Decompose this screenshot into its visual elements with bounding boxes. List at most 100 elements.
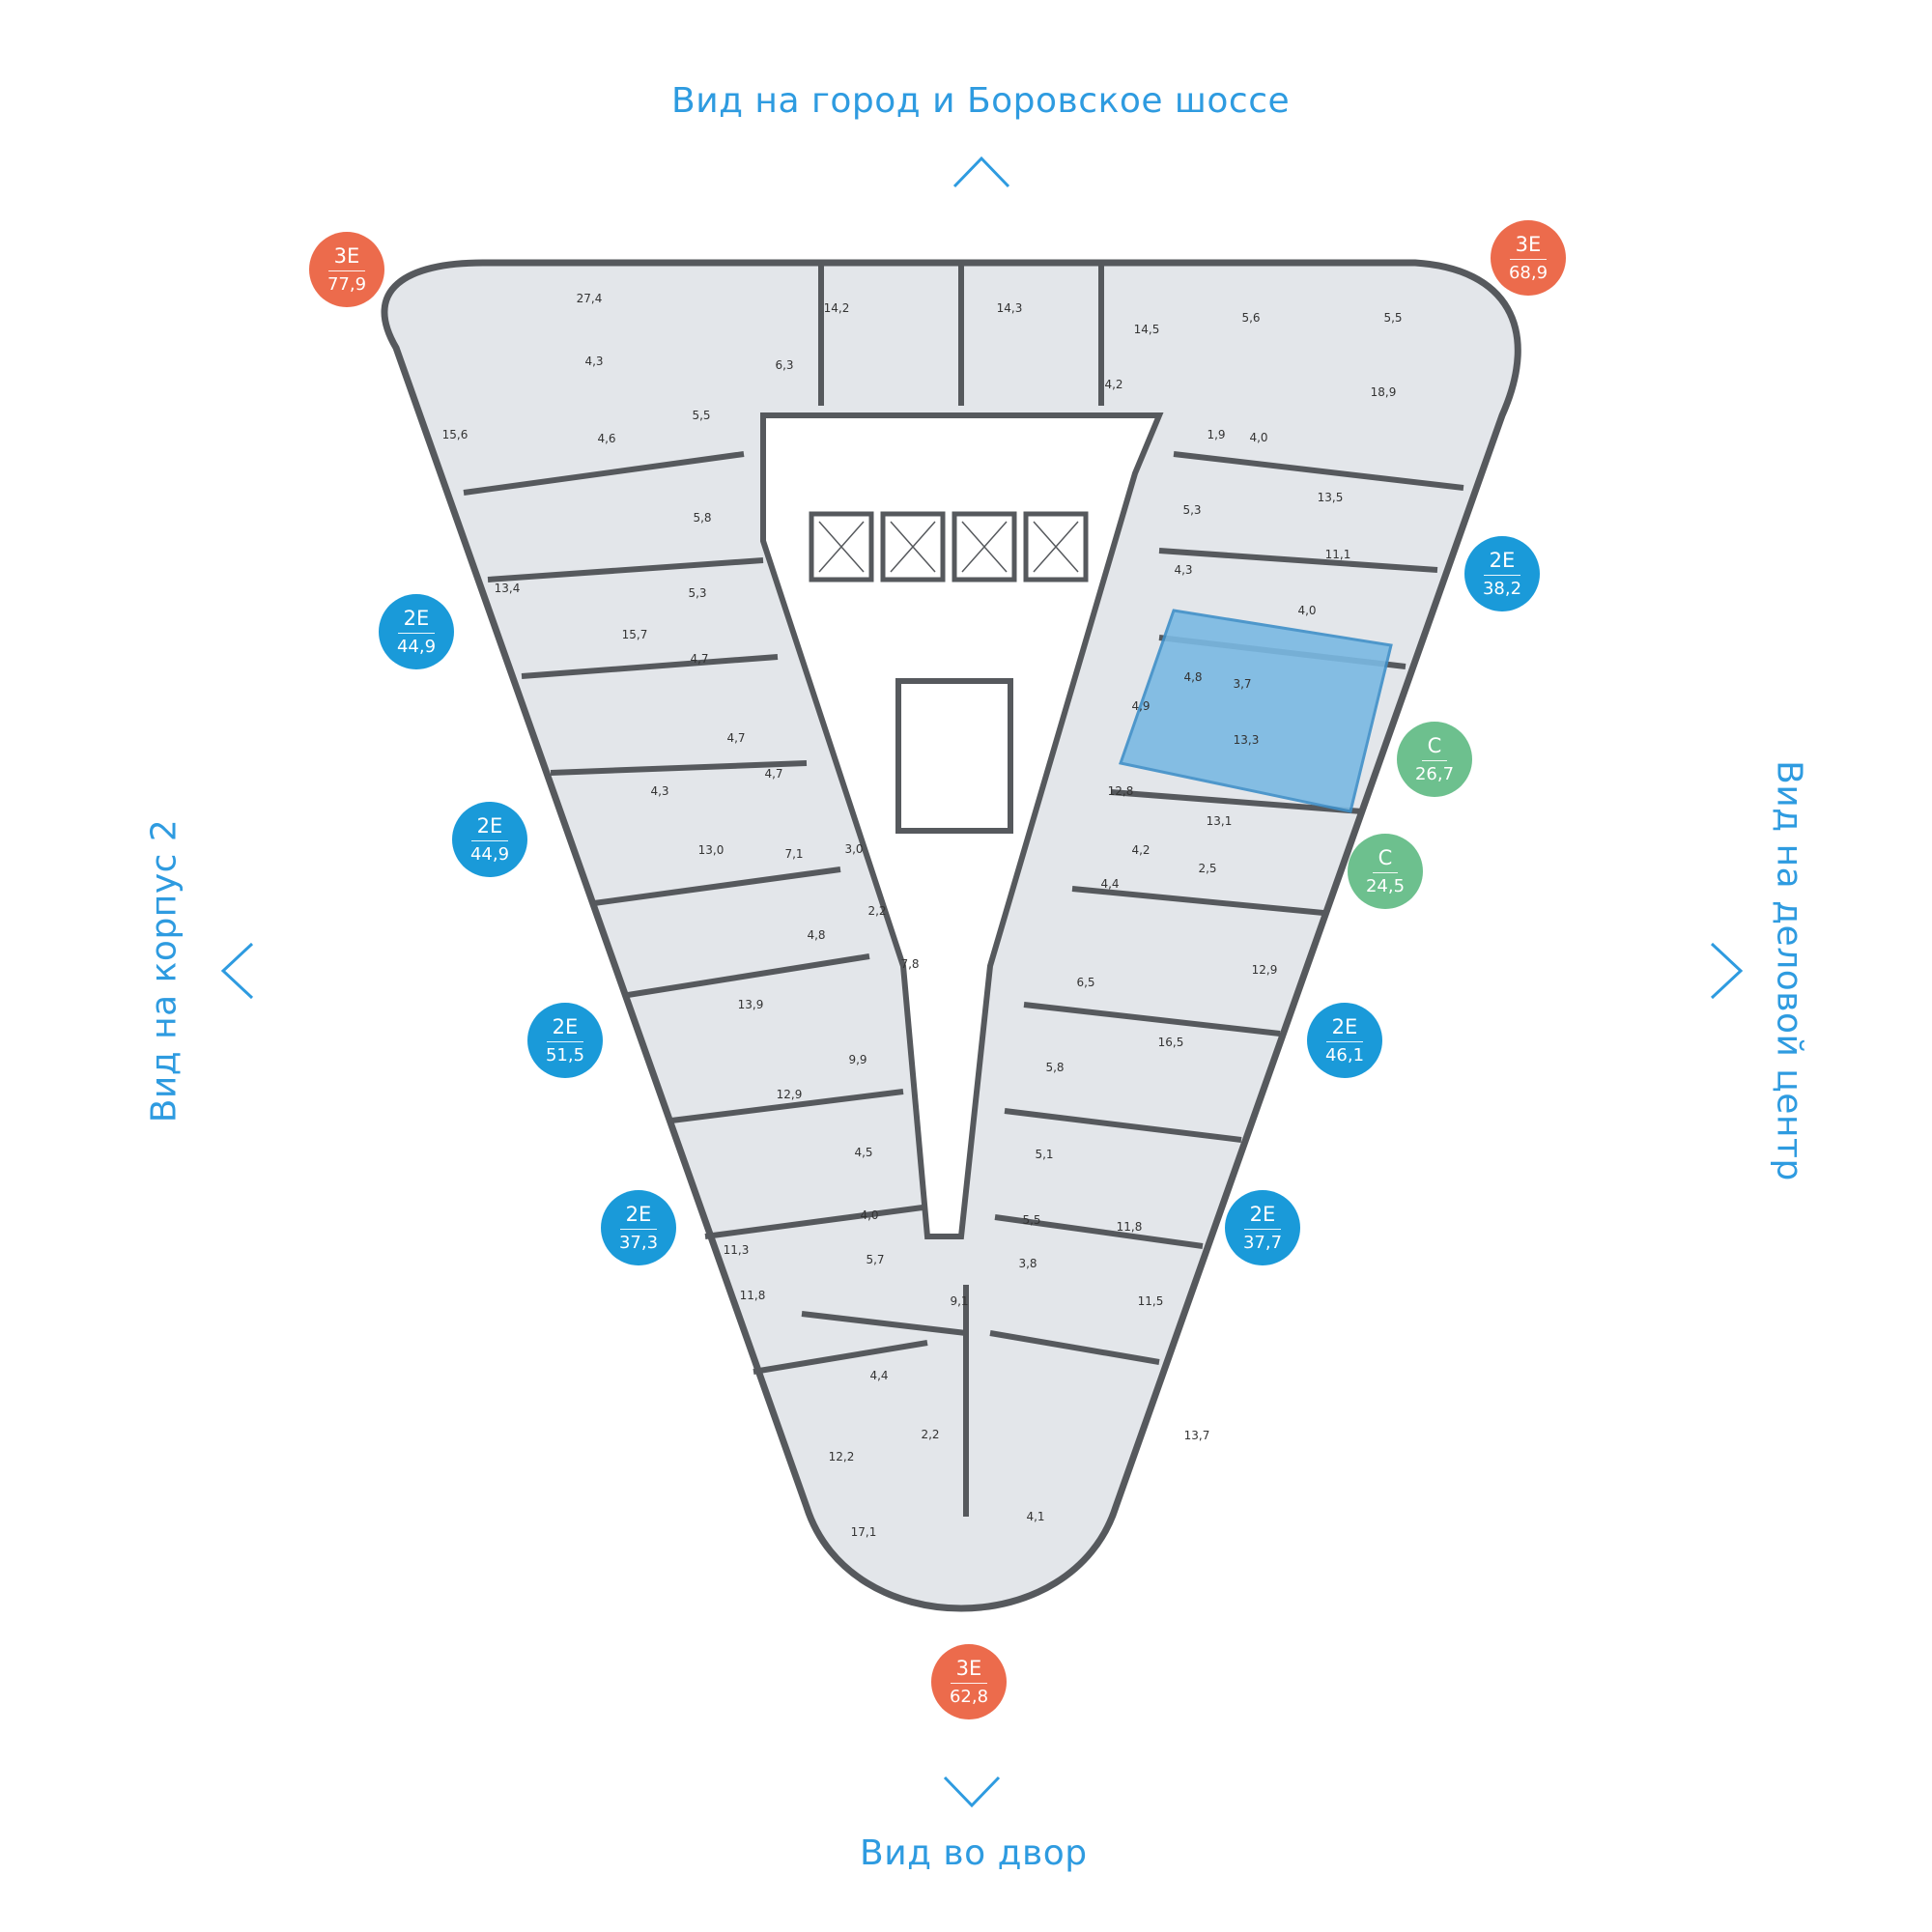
apartment-area: 46,1 [1324,1044,1365,1065]
room-area-label: 4,1 [1026,1510,1044,1523]
room-area-label: 12,9 [1252,963,1278,977]
apartment-area: 24,5 [1365,875,1406,896]
apartment-area: 26,7 [1414,763,1455,784]
apartment-area: 44,9 [469,843,510,865]
room-area-label: 16,5 [1158,1036,1184,1049]
arrow-down-icon[interactable] [943,1773,1001,1831]
room-area-label: 15,7 [622,628,648,641]
room-area-label: 13,3 [1234,733,1260,747]
apartment-area: 62,8 [949,1686,989,1707]
partition-wall [463,451,745,496]
partition-wall [753,1340,928,1375]
arrow-left-icon[interactable] [217,942,275,1000]
partition-wall [550,760,808,776]
room-area-label: 13,4 [495,582,521,595]
apartment-type: 2Е [1243,1203,1282,1230]
room-area-label: 5,8 [1045,1061,1064,1074]
room-area-label: 11,8 [1117,1220,1143,1234]
arrow-up-icon[interactable] [952,153,1010,211]
apartment-type: 2Е [546,1015,584,1042]
room-area-label: 4,7 [690,652,708,666]
partition-wall [627,953,870,998]
apartment-area: 51,5 [545,1044,585,1065]
room-area-label: 4,4 [1100,877,1119,891]
room-area-label: 12,2 [829,1450,855,1463]
room-area-label: 4,0 [860,1208,878,1222]
room-area-label: 4,4 [869,1369,888,1382]
room-area-label: 14,2 [824,301,850,315]
partition-wall [1004,1108,1242,1143]
apartment-type: 3Е [1509,233,1548,260]
room-area-label: 11,5 [1138,1294,1164,1308]
room-area-label: 3,7 [1233,677,1251,691]
apartment-type: 3Е [950,1657,988,1684]
room-area-label: 2,2 [921,1428,939,1441]
apartment-type: 2Е [1325,1015,1364,1042]
room-area-label: 4,0 [1249,431,1267,444]
elevator-cross [818,521,865,573]
apartment-area: 44,9 [396,636,437,657]
room-area-label: 2,2 [867,904,886,918]
room-area-label: 6,3 [775,358,793,372]
apartment-area: 37,7 [1242,1232,1283,1253]
apartment-type: С [1372,846,1399,873]
room-area-label: 4,6 [597,432,615,445]
apartment-area: 37,3 [618,1232,659,1253]
apartment-area: 38,2 [1482,578,1522,599]
apartment-area: 77,9 [327,273,367,295]
room-area-label: 11,1 [1325,548,1351,561]
partition-wall [1023,1002,1281,1037]
partition-wall [487,557,764,582]
room-area-label: 4,0 [1297,604,1316,617]
view-label-left: Вид на корпус 2 [144,818,185,1123]
partition-wall [1158,548,1438,573]
view-label-top: Вид на город и Боровское шоссе [671,81,1291,121]
room-area-label: 13,7 [1184,1429,1210,1442]
apartment-type: С [1421,734,1448,761]
partition-wall [1110,789,1363,814]
room-area-label: 13,1 [1207,814,1233,828]
selected-apartment[interactable] [1119,609,1393,813]
partition-wall [521,654,779,679]
room-area-label: 5,1 [1035,1148,1053,1161]
room-area-label: 5,6 [1241,311,1260,325]
room-area-label: 9,9 [848,1053,867,1066]
room-area-label: 4,2 [1104,378,1122,391]
room-area-label: 14,5 [1134,323,1160,336]
room-area-label: 9,1 [950,1294,968,1308]
room-area-label: 5,8 [693,511,711,525]
room-area-label: 18,9 [1371,385,1397,399]
arrow-right-icon[interactable] [1708,942,1766,1000]
apartment-area: 68,9 [1508,262,1548,283]
room-area-label: 5,5 [692,409,710,422]
room-area-label: 4,7 [764,767,782,781]
room-area-label: 27,4 [577,292,603,305]
elevator-cross [961,521,1008,573]
apartment-type: 2Е [1483,549,1521,576]
elevator-cross [1033,521,1079,573]
partition-wall [670,1089,904,1123]
partition-wall [704,1205,923,1239]
room-area-label: 14,3 [997,301,1023,315]
room-area-label: 4,9 [1131,699,1150,713]
apartment-type: 2Е [470,814,509,841]
room-area-label: 4,2 [1131,843,1150,857]
room-area-label: 4,8 [1183,670,1202,684]
apartment-type: 2Е [619,1203,658,1230]
room-area-label: 1,9 [1207,428,1225,441]
room-area-label: 5,5 [1022,1213,1040,1227]
partition-wall [989,1330,1160,1365]
